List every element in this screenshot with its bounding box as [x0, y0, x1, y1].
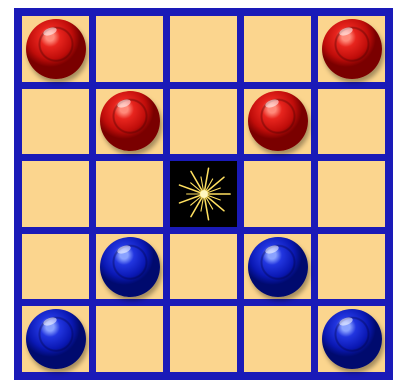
- board-cell-r1-c3[interactable]: [170, 16, 237, 82]
- game-board: [14, 8, 393, 380]
- board-cell-r4-c1[interactable]: [22, 234, 89, 300]
- board-cell-r5-c4[interactable]: [244, 306, 311, 372]
- red-piece-icon[interactable]: [100, 91, 160, 151]
- board-cell-r1-c4[interactable]: [244, 16, 311, 82]
- board-cell-r5-c5[interactable]: [318, 306, 385, 372]
- board-cell-r1-c1[interactable]: [22, 16, 89, 82]
- board-cell-r5-c3[interactable]: [170, 306, 237, 372]
- starburst-icon: [175, 165, 233, 223]
- blue-piece-icon[interactable]: [26, 309, 86, 369]
- blue-piece-icon[interactable]: [248, 237, 308, 297]
- board-cell-r4-c3[interactable]: [170, 234, 237, 300]
- board-cell-r4-c5[interactable]: [318, 234, 385, 300]
- board-cell-r4-c2[interactable]: [96, 234, 163, 300]
- board-cell-r1-c2[interactable]: [96, 16, 163, 82]
- board-cell-r2-c1[interactable]: [22, 89, 89, 155]
- board-cell-r1-c5[interactable]: [318, 16, 385, 82]
- board-cell-r3-c2[interactable]: [96, 161, 163, 227]
- board-cell-r3-c3[interactable]: [170, 161, 237, 227]
- board-cell-r2-c3[interactable]: [170, 89, 237, 155]
- blue-piece-icon[interactable]: [100, 237, 160, 297]
- board-cell-r2-c5[interactable]: [318, 89, 385, 155]
- red-piece-icon[interactable]: [322, 19, 382, 79]
- board-cell-r4-c4[interactable]: [244, 234, 311, 300]
- red-piece-icon[interactable]: [26, 19, 86, 79]
- board-cell-r3-c5[interactable]: [318, 161, 385, 227]
- board-cell-r2-c4[interactable]: [244, 89, 311, 155]
- red-piece-icon[interactable]: [248, 91, 308, 151]
- board-cell-r2-c2[interactable]: [96, 89, 163, 155]
- blue-piece-icon[interactable]: [322, 309, 382, 369]
- board-cell-r5-c1[interactable]: [22, 306, 89, 372]
- board-cell-r3-c4[interactable]: [244, 161, 311, 227]
- board-cell-r5-c2[interactable]: [96, 306, 163, 372]
- board-cell-r3-c1[interactable]: [22, 161, 89, 227]
